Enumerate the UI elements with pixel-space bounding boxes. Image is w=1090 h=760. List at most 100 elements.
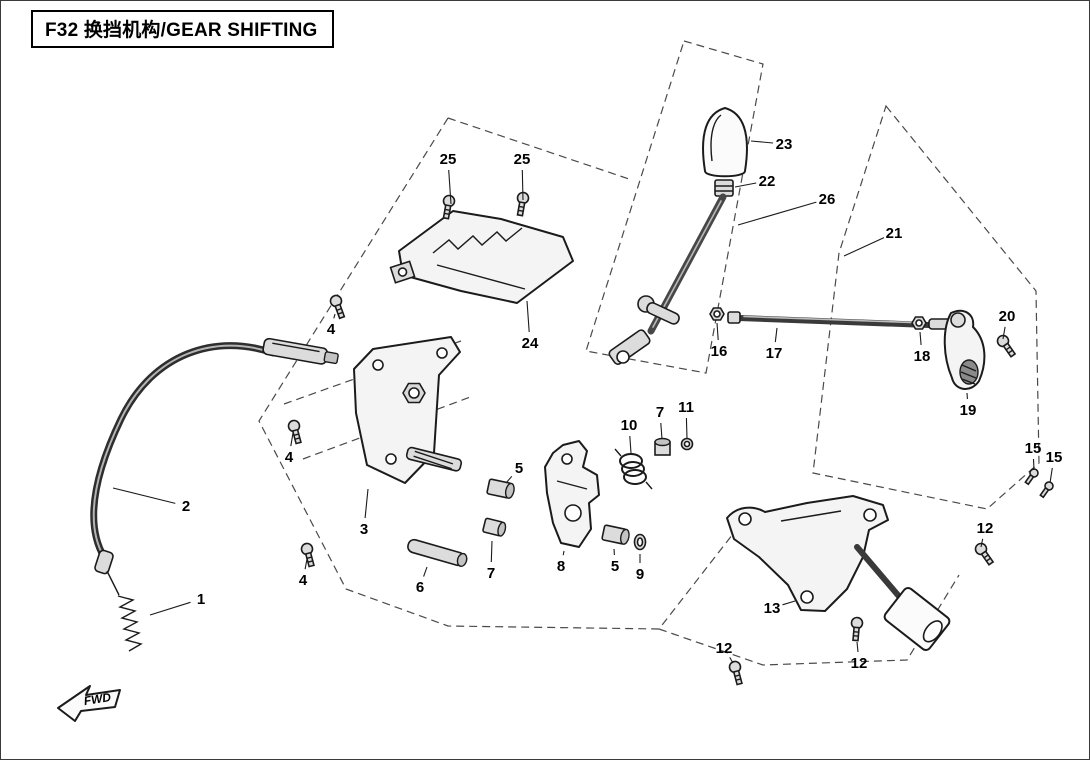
leader-line bbox=[423, 566, 428, 577]
damper-block bbox=[883, 587, 951, 651]
part-callout-18: 18 bbox=[914, 348, 931, 365]
part-19-lever-arm bbox=[943, 309, 986, 390]
leader-line bbox=[660, 422, 663, 440]
part-callout-24: 24 bbox=[522, 335, 539, 352]
part-callout-25: 25 bbox=[440, 151, 457, 168]
part-callout-5: 5 bbox=[611, 558, 619, 575]
dashed-boundary-lever-box bbox=[585, 40, 764, 374]
diagram-title-box: F32 换挡机构/GEAR SHIFTING bbox=[31, 10, 334, 48]
part-callout-8: 8 bbox=[557, 558, 565, 575]
leader-line bbox=[290, 432, 294, 447]
part-callout-4: 4 bbox=[327, 321, 336, 338]
leader-line bbox=[685, 417, 688, 439]
leader-line bbox=[774, 327, 778, 343]
part-callout-22: 22 bbox=[759, 173, 776, 190]
part-callout-5: 5 bbox=[515, 460, 523, 477]
leader-line bbox=[505, 475, 513, 484]
part-callout-1: 1 bbox=[197, 591, 205, 608]
part-12-bolt-bottom-right bbox=[849, 616, 864, 642]
leader-line bbox=[1002, 326, 1006, 340]
leader-line bbox=[856, 641, 859, 653]
part-4-bolt-bottom bbox=[299, 541, 318, 569]
part-callout-13: 13 bbox=[764, 600, 781, 617]
part-callout-23: 23 bbox=[776, 136, 793, 153]
part-7-bushing-lower bbox=[482, 517, 507, 537]
leader-line bbox=[716, 322, 719, 341]
part-15-bolt-a bbox=[1022, 466, 1041, 487]
part-11-ring bbox=[680, 437, 694, 451]
leader-line bbox=[782, 600, 796, 606]
leader-line bbox=[737, 201, 817, 226]
part-callout-3: 3 bbox=[360, 521, 368, 538]
part-12-bolt-bottom-left bbox=[727, 659, 746, 687]
part-callout-12: 12 bbox=[716, 640, 733, 657]
part-7-bushing-upper bbox=[654, 437, 671, 456]
leader-line bbox=[1032, 458, 1035, 471]
part-callout-11: 11 bbox=[678, 399, 694, 416]
part-5-bushing-right bbox=[601, 524, 630, 545]
part-13-mount-bracket bbox=[726, 495, 951, 651]
leader-line bbox=[562, 550, 565, 556]
part-callout-17: 17 bbox=[766, 345, 783, 362]
leader-line bbox=[448, 169, 452, 205]
part-23-shift-knob bbox=[702, 107, 748, 178]
part-callout-16: 16 bbox=[711, 343, 728, 360]
part-18-nut bbox=[911, 316, 927, 330]
part-2-shift-cable bbox=[90, 337, 339, 596]
lever-shaft bbox=[608, 193, 727, 365]
leader-line bbox=[919, 331, 922, 346]
leader-line bbox=[521, 169, 524, 201]
part-25-screw-right bbox=[513, 190, 531, 217]
part-callout-26: 26 bbox=[819, 191, 836, 208]
diagram-title: F32 换挡机构/GEAR SHIFTING bbox=[45, 20, 318, 41]
part-callout-4: 4 bbox=[285, 449, 294, 466]
part-callout-12: 12 bbox=[851, 655, 868, 672]
leader-line bbox=[843, 237, 885, 257]
leader-line bbox=[729, 657, 734, 664]
part-callout-10: 10 bbox=[621, 417, 638, 434]
leader-line bbox=[490, 540, 493, 563]
part-20-bolt bbox=[994, 332, 1019, 360]
part-15-bolt-b bbox=[1037, 479, 1056, 500]
part-4-bolt-top bbox=[328, 293, 348, 321]
part-12-bolt-right bbox=[972, 540, 997, 568]
part-callout-15: 15 bbox=[1025, 440, 1042, 457]
leader-line bbox=[526, 300, 530, 333]
leader-line bbox=[333, 313, 336, 319]
leader-line bbox=[1049, 467, 1053, 484]
leader-line bbox=[629, 435, 632, 454]
part-4-bolt-middle bbox=[286, 418, 305, 446]
leader-line bbox=[980, 538, 984, 548]
part-16-nut bbox=[709, 307, 725, 321]
part-5-bushing-left bbox=[486, 478, 515, 499]
leader-line bbox=[149, 601, 191, 616]
leader-lines bbox=[112, 140, 1053, 664]
part-callout-6: 6 bbox=[416, 579, 424, 596]
part-callout-7: 7 bbox=[487, 565, 495, 582]
part-1-spring bbox=[117, 595, 143, 652]
part-10-spring bbox=[614, 448, 653, 490]
part-callout-12: 12 bbox=[977, 520, 994, 537]
leader-line bbox=[112, 487, 176, 504]
fwd-arrow: FWD bbox=[57, 685, 121, 722]
part-callout-4: 4 bbox=[299, 572, 308, 589]
leader-line bbox=[304, 558, 308, 570]
part-callout-19: 19 bbox=[960, 402, 977, 419]
dashed-boundary-left-region bbox=[258, 117, 744, 630]
part-callout-20: 20 bbox=[999, 308, 1016, 325]
part-callout-25: 25 bbox=[514, 151, 531, 168]
part-callout-2: 2 bbox=[182, 498, 190, 515]
part-24-shift-gate-plate bbox=[389, 210, 574, 304]
part-6-pin bbox=[407, 538, 468, 568]
part-17-shift-rod bbox=[727, 311, 952, 330]
part-22-knob-collar bbox=[714, 179, 734, 197]
fwd-label: FWD bbox=[83, 690, 113, 708]
dashed-boundary-right-region bbox=[812, 104, 1040, 510]
part-3-shift-bracket bbox=[353, 336, 463, 484]
leader-line bbox=[734, 182, 757, 188]
part-callout-21: 21 bbox=[886, 225, 903, 242]
part-callout-9: 9 bbox=[636, 566, 644, 583]
